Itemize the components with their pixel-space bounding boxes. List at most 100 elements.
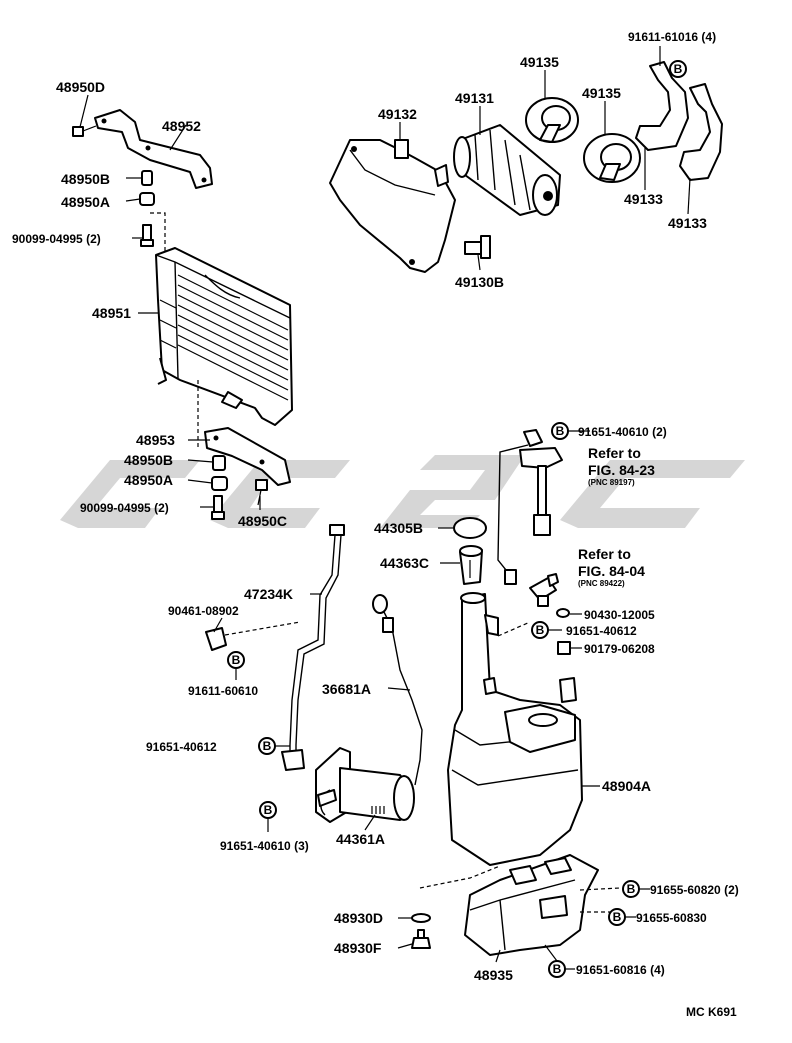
label-91651-40610-2: 91651-40610 (2) xyxy=(578,425,667,439)
label-90099-top: 90099-04995 (2) xyxy=(12,232,101,246)
svg-text:B: B xyxy=(232,653,241,667)
label-90461: 90461-08902 xyxy=(168,604,239,618)
bolt-49130B xyxy=(464,235,491,259)
bolt-symbol-91651-40612-r: B xyxy=(531,621,549,639)
label-48950A-top: 48950A xyxy=(61,194,110,210)
bolt-symbol-91651-60816: B xyxy=(548,960,566,978)
label-48951: 48951 xyxy=(92,305,131,321)
label-44361A: 44361A xyxy=(336,831,385,847)
label-48950C: 48950C xyxy=(238,513,287,529)
level-sensor xyxy=(497,429,563,585)
label-49133-b: 49133 xyxy=(668,215,707,231)
label-91651-40610-3: 91651-40610 (3) xyxy=(220,839,309,853)
label-91651-40612-right: 91651-40612 xyxy=(566,624,637,638)
label-49132: 49132 xyxy=(378,106,417,122)
collar-48950A-bottom xyxy=(211,476,228,491)
bolt-symbol-text: B xyxy=(674,62,683,76)
label-47234K: 47234K xyxy=(244,586,293,602)
cooler-fins xyxy=(159,274,289,401)
clamp-90461 xyxy=(205,627,227,651)
bolt-90099-top xyxy=(140,224,154,247)
svg-text:B: B xyxy=(553,962,562,976)
label-48950D: 48950D xyxy=(56,79,105,95)
svg-text:B: B xyxy=(613,910,622,924)
label-90179: 90179-06208 xyxy=(584,642,655,656)
reservoir-tank-48904A xyxy=(447,592,583,866)
label-48930F: 48930F xyxy=(334,940,382,956)
sleeve-49131 xyxy=(453,124,561,216)
hose-47234K xyxy=(281,524,345,771)
svg-text:B: B xyxy=(627,882,636,896)
label-91655-60820: 91655-60820 (2) xyxy=(650,883,739,897)
bolt-symbol-91655-60830: B xyxy=(608,908,626,926)
label-48952: 48952 xyxy=(162,118,201,134)
pnc-89197: (PNC 89197) xyxy=(588,478,635,487)
svg-text:B: B xyxy=(264,803,273,817)
grommet-48950B-bottom xyxy=(212,455,226,471)
label-44363C: 44363C xyxy=(380,555,429,571)
solenoid-44361A xyxy=(315,747,415,823)
label-49130B: 49130B xyxy=(455,274,504,290)
footer-code: MC K691 xyxy=(686,1005,737,1019)
switch-sensor xyxy=(529,573,559,607)
oil-cooler-48951 xyxy=(155,247,293,426)
grommet-48950B-top xyxy=(141,170,153,186)
svg-text:B: B xyxy=(263,739,272,753)
label-48950B-top: 48950B xyxy=(61,171,110,187)
refer-to-2: Refer to xyxy=(578,546,631,562)
label-90099-bottom: 90099-04995 (2) xyxy=(80,501,169,515)
fig-ref-84-04: FIG. 84-04 xyxy=(578,563,645,579)
bolt-symbol-91651-40610-2: B xyxy=(551,422,569,440)
bushing-49135-a xyxy=(525,97,579,143)
label-91651-40612-left: 91651-40612 xyxy=(146,740,217,754)
bolt-90099-bottom xyxy=(211,495,225,520)
strainer-44363C xyxy=(459,545,483,585)
label-49135-a: 49135 xyxy=(520,54,559,70)
bracket-48935 xyxy=(464,854,599,956)
cap-44305B xyxy=(453,517,487,539)
bushing-49135-b xyxy=(583,133,641,183)
svg-text:B: B xyxy=(556,424,565,438)
nut-90179 xyxy=(557,641,571,655)
refer-to-1: Refer to xyxy=(588,445,641,461)
bracket-48952 xyxy=(94,109,213,189)
bolt-symbol-91655-60820: B xyxy=(622,880,640,898)
collar-48950A-top xyxy=(139,192,155,206)
grommet-48930F xyxy=(411,929,431,949)
pnc-89422: (PNC 89422) xyxy=(578,579,625,588)
fig-ref-84-23: FIG. 84-23 xyxy=(588,462,655,478)
label-48935: 48935 xyxy=(474,967,513,983)
label-48953: 48953 xyxy=(136,432,175,448)
label-48904A: 48904A xyxy=(602,778,651,794)
label-49133-a: 49133 xyxy=(624,191,663,207)
label-44305B: 44305B xyxy=(374,520,423,536)
svg-text:B: B xyxy=(536,623,545,637)
bracket-49132 xyxy=(329,139,456,273)
bolt-symbol-91651-40610-3: B xyxy=(259,801,277,819)
label-49135-b: 49135 xyxy=(582,85,621,101)
label-91651-60816: 91651-60816 (4) xyxy=(576,963,665,977)
bolt-symbol-91651-40612-l: B xyxy=(258,737,276,755)
watermark xyxy=(60,455,745,528)
clamp-49133-a xyxy=(635,61,689,151)
part-labels: 48950D 48952 48950B 48950A 90099-04995 (… xyxy=(12,30,739,1019)
oring-90430 xyxy=(556,608,570,618)
label-91655-60830: 91655-60830 xyxy=(636,911,707,925)
label-48930D: 48930D xyxy=(334,910,383,926)
label-49131: 49131 xyxy=(455,90,494,106)
bolt-symbol-91611-60610: B xyxy=(227,651,245,669)
washer-48930D xyxy=(411,913,431,923)
bracket-48953 xyxy=(204,427,291,486)
bolt-symbol-91611-61016: B xyxy=(669,60,687,78)
bolt-48950D xyxy=(72,125,97,137)
dipstick-36681A xyxy=(372,594,423,786)
label-91611-60610: 91611-60610 xyxy=(188,684,258,698)
label-48950A-bottom: 48950A xyxy=(124,472,173,488)
label-48950B-bottom: 48950B xyxy=(124,452,173,468)
leader-lines xyxy=(79,46,691,970)
clamp-49133-b xyxy=(679,83,723,181)
label-90430: 90430-12005 xyxy=(584,608,655,622)
label-36681A: 36681A xyxy=(322,681,371,697)
